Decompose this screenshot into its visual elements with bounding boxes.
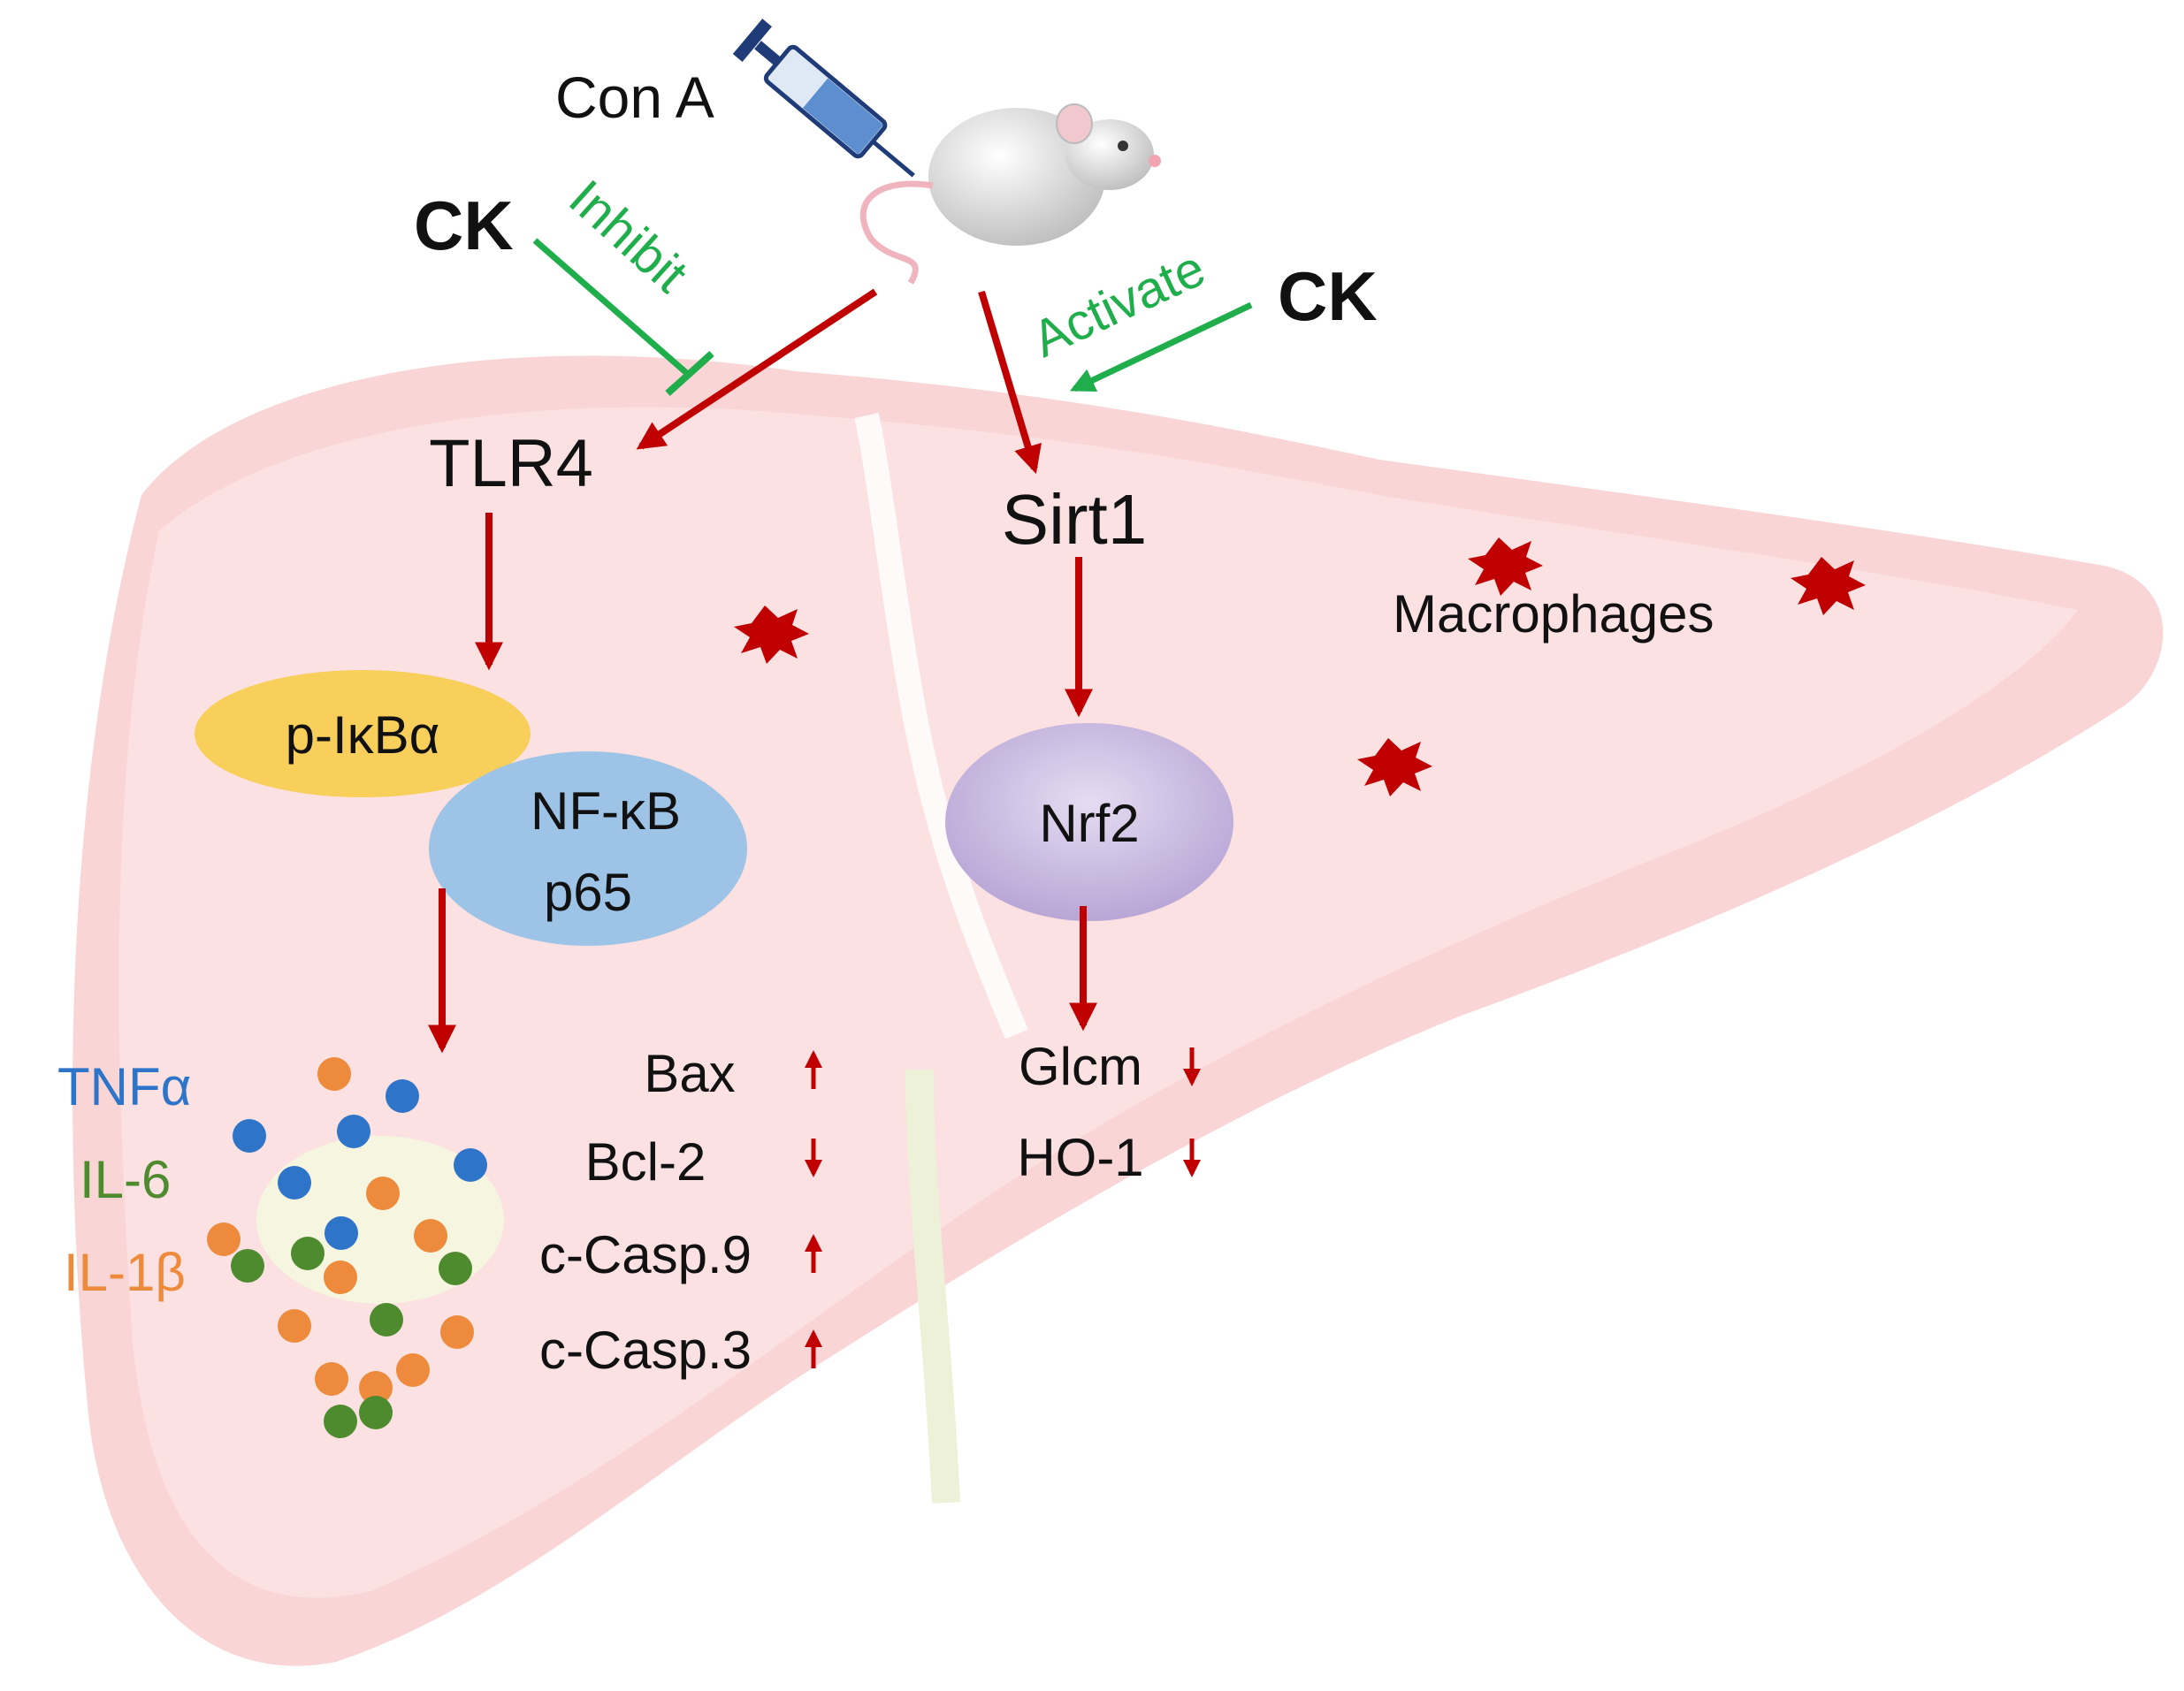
syringe-icon [732,19,915,178]
macrophage-icon [1791,557,1866,615]
il1b-dot [414,1219,447,1253]
mouse-icon [859,103,1161,285]
macrophage-icon [734,606,809,664]
il6-dot [359,1396,393,1429]
arrow-to-sirt1 [978,290,1042,475]
il6-dot [439,1252,472,1285]
p-ikba-node [195,670,531,797]
ck-left-label: CK [414,187,514,264]
activate-arrow [1069,301,1253,392]
cytokine-label-il6: IL-6 [80,1150,171,1209]
il1b-dot [359,1371,393,1405]
marker-glcm: Glcm [1019,1037,1142,1096]
cytokine-label-tnfa: TNFα [57,1057,191,1116]
il6-dot [291,1237,325,1270]
tnfa-dot [454,1148,487,1182]
tlr4-label: TLR4 [429,426,593,501]
inhibit-bar [665,351,714,396]
p65-label: p65 [544,863,632,922]
il1b-dot [317,1057,351,1091]
arrow-to-tlr4 [636,288,878,450]
marker-ho1: HO-1 [1017,1128,1143,1187]
marker-ccasp9: c-Casp.9 [539,1225,752,1284]
marker-bcl2: Bcl-2 [585,1132,706,1192]
macrophage-icon [1468,537,1543,596]
il1b-dot [324,1261,357,1294]
il1b-dot [207,1223,241,1256]
nrf2-label: Nrf2 [1039,794,1139,853]
inhibit-line [532,238,692,378]
con-a-label: Con A [555,65,714,130]
il1b-dot [278,1309,311,1343]
macrophage-icon [1357,738,1432,796]
macrophage-icons [734,537,1866,796]
cytokine-dots [207,1057,487,1438]
tnfa-dot [337,1115,370,1148]
macrophages-label: Macrophages [1393,584,1714,644]
il1b-dot [440,1315,474,1349]
nrf2-node [945,723,1233,921]
il1b-dot [366,1177,400,1210]
ck-right-label: CK [1278,257,1378,335]
sirt1-label: Sirt1 [1002,480,1148,559]
marker-ccasp3: c-Casp.3 [539,1321,752,1380]
il6-dot [370,1303,403,1337]
il1b-dot [315,1362,348,1396]
il6-dot [231,1249,264,1283]
marker-bax: Bax [644,1044,735,1103]
nfkb-label: NF-κB [531,781,681,841]
tnfa-dot [325,1216,358,1250]
tnfa-dot [278,1166,311,1200]
tnfa-dot [386,1079,419,1113]
cytokine-label-il1b: IL-1β [64,1243,186,1302]
il6-dot [324,1405,357,1438]
nfkb-p65-node [429,751,747,946]
activate-label: Activate [1024,240,1213,369]
tnfa-dot [233,1119,266,1153]
il1b-dot [396,1353,430,1387]
inhibit-label: Inhibit [558,169,699,303]
p-ikba-label: p-IκBα [286,705,440,765]
